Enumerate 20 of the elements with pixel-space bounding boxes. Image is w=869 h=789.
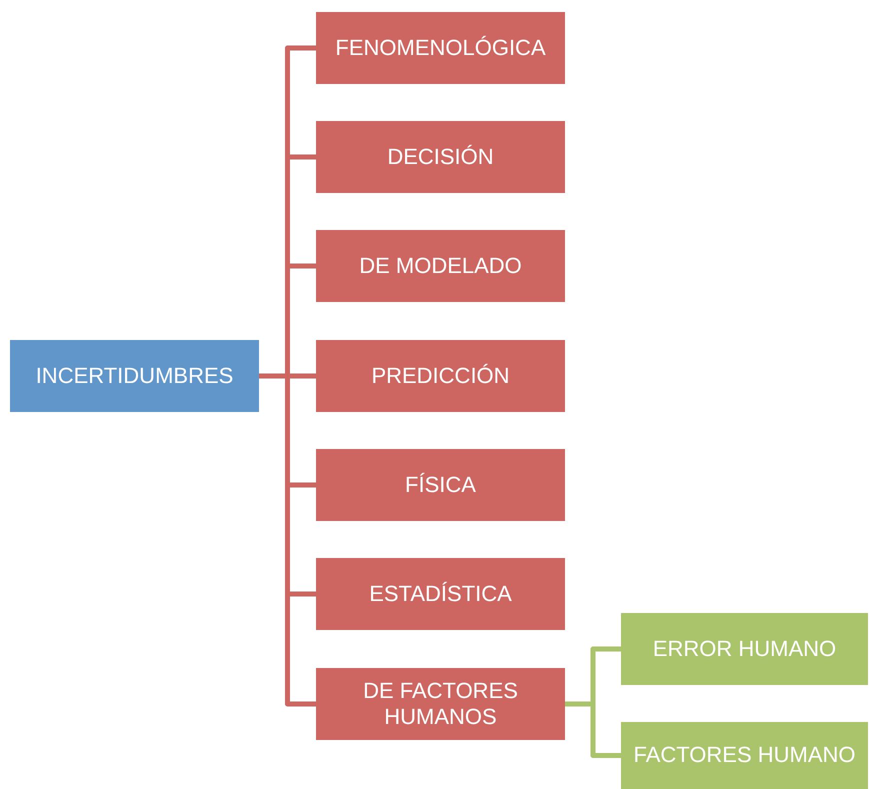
box-label: FENOMENOLÓGICA	[335, 34, 546, 62]
box-label: ERROR HUMANO	[652, 636, 836, 662]
category-box	[316, 121, 565, 193]
category-box	[316, 668, 565, 740]
box-label: DE FACTORES HUMANOS	[362, 678, 519, 730]
category-box	[316, 340, 565, 412]
box-label: ESTADÍSTICA	[369, 580, 512, 608]
category-box	[316, 558, 565, 630]
root-box	[10, 340, 259, 412]
subcategory-box	[621, 722, 868, 789]
subcategory-box	[621, 613, 868, 685]
box-label: DE MODELADO	[359, 252, 522, 280]
category-box	[316, 12, 565, 84]
category-box	[316, 230, 565, 302]
box-label: PREDICCIÓN	[371, 362, 510, 390]
box-label: INCERTIDUMBRES	[36, 362, 234, 390]
box-label: FÍSICA	[405, 472, 476, 498]
box-label: FACTORES HUMANO	[633, 742, 856, 769]
box-label: DECISIÓN	[387, 144, 494, 170]
category-box	[316, 449, 565, 521]
